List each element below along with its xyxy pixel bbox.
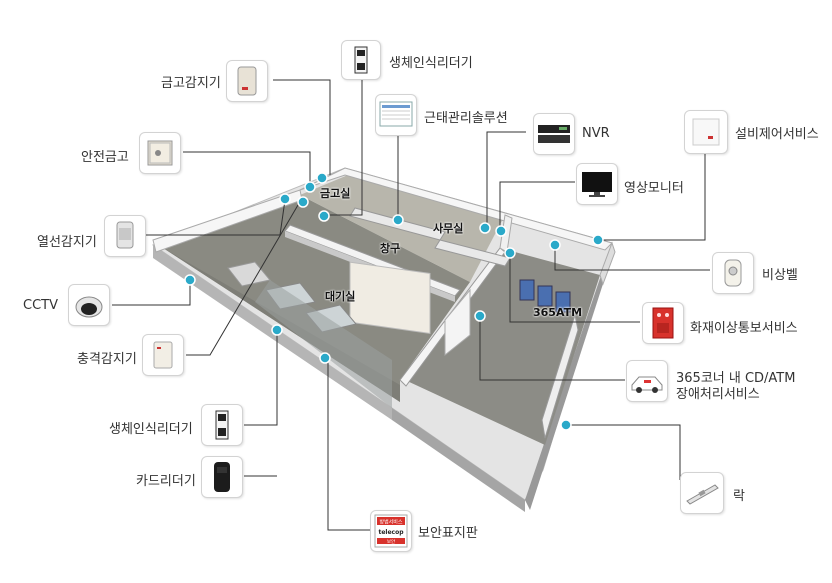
fire-alarm-icon[interactable]: [642, 302, 684, 344]
heat-sensor-label: 열선감지기: [37, 235, 97, 250]
sign-top-text: 방범서비스: [379, 519, 402, 526]
hotspot-heat-sensor: [279, 193, 291, 205]
bio-reader-bottom-icon[interactable]: [201, 404, 243, 446]
nvr-label: NVR: [582, 126, 610, 141]
hotspot-atm: [474, 310, 486, 322]
monitor-icon[interactable]: [576, 163, 618, 205]
hotspot-cctv: [184, 274, 196, 286]
room-atm-label: 365ATM: [533, 306, 583, 319]
room-office-label: 사무실: [433, 222, 464, 235]
card-reader-icon[interactable]: [201, 456, 243, 498]
hotspot-sign: [319, 352, 331, 364]
bio-reader-bottom-label: 생체인식리더기: [109, 422, 193, 437]
hotspot-nvr: [479, 222, 491, 234]
sign-bottom-text: 보안: [387, 538, 395, 545]
hotspot-monitor: [495, 225, 507, 237]
monitor-label: 영상모니터: [624, 181, 684, 196]
connector-lines: [112, 79, 710, 531]
cctv-label: CCTV: [23, 298, 58, 313]
shock-sensor-label: 충격감지기: [77, 352, 137, 367]
atm-service-icon[interactable]: [626, 360, 668, 402]
room-vault-label: 금고실: [320, 187, 351, 200]
lock-label: 락: [733, 489, 745, 504]
hotspot-shock: [297, 196, 309, 208]
hotspot-fire: [504, 247, 516, 259]
attendance-icon[interactable]: [375, 94, 417, 136]
hotspots: [184, 172, 604, 431]
security-sign-icon[interactable]: 방범서비스 telecop 보안: [370, 510, 412, 552]
facility-label: 설비제어서비스: [735, 127, 819, 142]
hotspot-safe: [304, 181, 316, 193]
hotspot-facility: [592, 234, 604, 246]
safe-sensor-icon[interactable]: [226, 60, 268, 102]
hotspot-emergency-bell: [549, 239, 561, 251]
sign-brand-text: telecop: [378, 529, 404, 536]
safe-label: 안전금고: [81, 150, 129, 165]
hotspot-entrance: [271, 324, 283, 336]
hotspot-attendance: [392, 214, 404, 226]
atm-service-label-2: 장애처리서비스: [676, 387, 760, 402]
attendance-label: 근태관리솔루션: [424, 111, 508, 126]
lock-icon[interactable]: [680, 472, 724, 514]
hotspot-safe-sensor: [316, 172, 328, 184]
lobby-floor: [160, 195, 470, 402]
building-model: [151, 167, 616, 512]
security-sign-label: 보안표지판: [418, 526, 478, 541]
fire-alarm-label: 화재이상통보서비스: [690, 321, 798, 336]
room-counter-label: 창구: [380, 242, 401, 255]
atm-service-label-1: 365코너 내 CD/ATM: [676, 371, 796, 386]
cctv-icon[interactable]: [68, 284, 110, 326]
bio-reader-top-icon[interactable]: [341, 40, 381, 80]
safe-icon[interactable]: [139, 132, 181, 174]
bio-reader-top-label: 생체인식리더기: [389, 56, 473, 71]
card-reader-label: 카드리더기: [136, 474, 196, 489]
heat-sensor-icon[interactable]: [104, 215, 146, 257]
hotspot-bio-reader-top: [318, 210, 330, 222]
hotspot-lock: [560, 419, 572, 431]
emergency-bell-icon[interactable]: [712, 252, 754, 294]
emergency-bell-label: 비상벨: [762, 268, 798, 283]
room-lobby-label: 대기실: [325, 290, 356, 303]
shock-sensor-icon[interactable]: [142, 334, 184, 376]
safe-sensor-label: 금고감지기: [161, 76, 221, 91]
nvr-icon[interactable]: [533, 113, 575, 155]
facility-icon[interactable]: [684, 110, 728, 154]
